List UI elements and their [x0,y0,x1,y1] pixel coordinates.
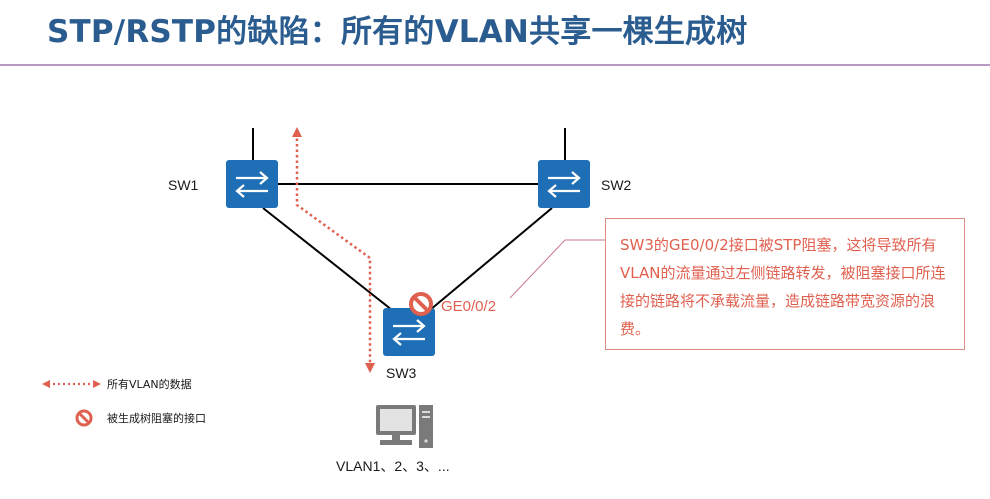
sw3-label: SW3 [386,365,417,381]
pc-icon [376,405,433,448]
legend-arrow-right [93,380,101,388]
link-sw2-sw3 [429,207,553,311]
legend-blocked-label: 被生成树阻塞的接口 [107,411,206,425]
callout-text: SW3的GE0/0/2接口被STP阻塞，这将导致所有VLAN的流量通过左侧链路转… [620,236,946,338]
legend: 所有VLAN的数据 被生成树阻塞的接口 [42,377,206,427]
legend-vlan-data-label: 所有VLAN的数据 [107,377,192,391]
callout-box: SW3的GE0/0/2接口被STP阻塞，这将导致所有VLAN的流量通过左侧链路转… [605,218,965,350]
link-sw1-sw3 [262,207,393,311]
legend-arrow-left [42,380,50,388]
sw1-label: SW1 [168,177,199,193]
callout-pointer [509,239,605,299]
legend-blocked-icon [75,409,93,427]
switch-sw1-icon [226,160,278,208]
title-divider [0,64,990,66]
blocked-port-label: GE0/0/2 [441,298,496,315]
path-arrow-up [292,127,302,137]
pc-vlan-label: VLAN1、2、3、... [336,458,450,474]
sw2-label: SW2 [601,177,632,193]
switch-sw3-icon [383,308,435,356]
switch-sw2-icon [538,160,590,208]
slide-title: STP/RSTP的缺陷：所有的VLAN共享一棵生成树 [47,14,748,50]
vlan-data-path [295,133,372,368]
path-arrow-down [365,363,375,373]
blocked-port-icon [409,292,433,316]
